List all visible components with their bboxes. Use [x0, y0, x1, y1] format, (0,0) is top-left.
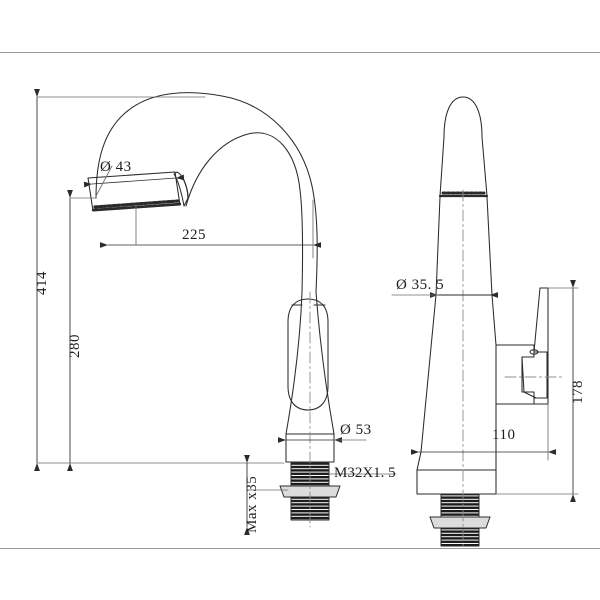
dim-label-max-deck-thickness: Max x35 — [244, 475, 260, 533]
dim-label-spout-height: 280 — [67, 334, 83, 358]
handle-lever-outer — [533, 287, 549, 405]
side-neck-left — [435, 196, 441, 296]
dim-label-outlet-diameter: Ø 43 — [100, 159, 132, 175]
handle-lever-taper — [521, 356, 537, 399]
sheet-rule-top — [0, 52, 600, 53]
dim-label-thread-spec: M32X1. 5 — [334, 465, 396, 481]
spout-outlet-screen — [93, 199, 180, 209]
spout-inner-profile — [185, 132, 304, 293]
side-spout-head — [439, 96, 488, 197]
dim-label-handle-reach: 110 — [492, 427, 516, 443]
dim-label-overall-height: 414 — [34, 271, 50, 295]
side-elevation-view — [416, 96, 563, 549]
dim-label-spout-reach: 225 — [182, 227, 206, 243]
body-right-edge — [315, 291, 335, 435]
dim-d43-leader — [95, 165, 113, 197]
side-base-skirt — [416, 461, 497, 495]
mounting-washer — [279, 485, 341, 498]
dimension-lines — [34, 89, 579, 535]
handle-pivot-screw — [529, 349, 539, 355]
dim-label-handle-height: 178 — [570, 380, 586, 404]
dim-label-base-diameter: Ø 53 — [340, 422, 372, 438]
front-elevation-view — [87, 92, 341, 528]
side-threaded-shank-lower — [440, 527, 480, 547]
spout-outer-profile — [95, 92, 318, 293]
body-left-edge — [285, 291, 303, 435]
side-threaded-shank-upper — [440, 493, 480, 518]
dim-d43-line — [83, 174, 185, 188]
side-neck-right — [486, 196, 493, 296]
handle-capsule — [287, 298, 329, 411]
side-body-lever-recess — [495, 344, 535, 405]
handle-lever — [533, 351, 548, 399]
sheet-rule-bottom — [0, 548, 600, 549]
side-mounting-washer — [429, 516, 491, 529]
side-body-left — [416, 294, 437, 471]
spout-outlet-face — [91, 202, 182, 212]
dim-label-body-diameter: Ø 35. 5 — [396, 277, 445, 293]
